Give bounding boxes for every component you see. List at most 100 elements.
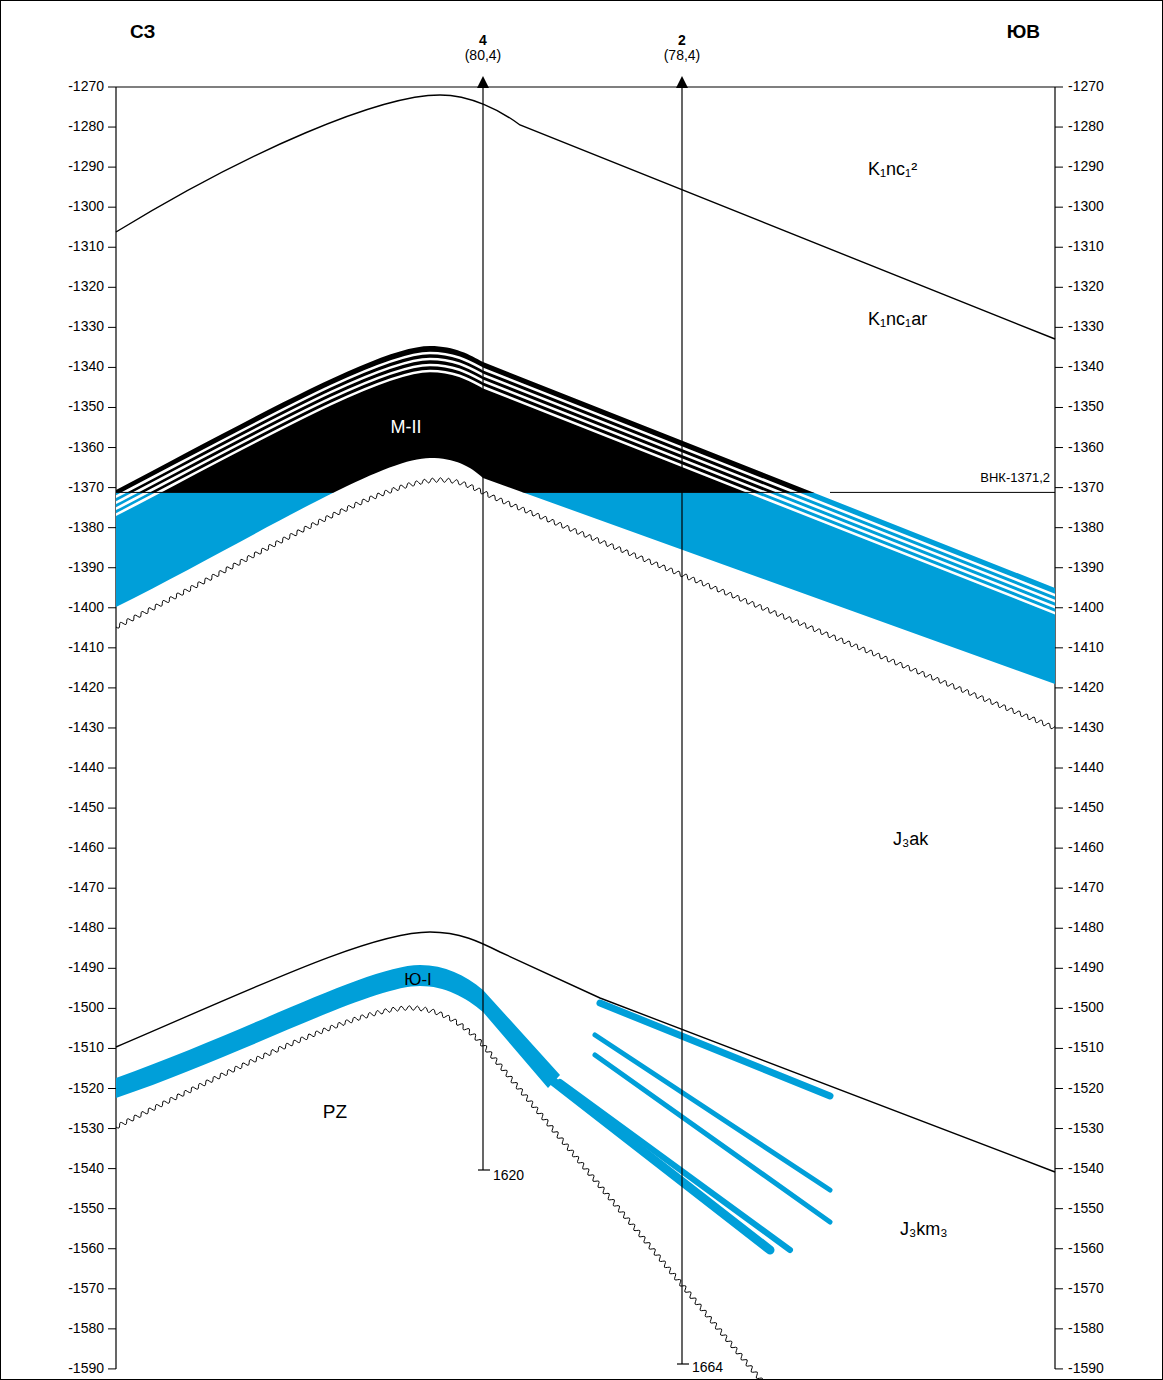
tick-mark — [1055, 1008, 1063, 1009]
depth-value: -1370 — [68, 480, 104, 495]
tick-mark — [108, 928, 116, 929]
owc-line — [116, 492, 1055, 493]
tick-mark — [108, 487, 116, 488]
unconformity-line — [116, 1006, 765, 1380]
unconformity — [116, 478, 1055, 1380]
depth-value: -1520 — [1068, 1081, 1104, 1096]
depth-value: -1320 — [1068, 280, 1104, 295]
tick-mark — [108, 127, 116, 128]
depth-value: -1270 — [68, 79, 104, 94]
tick-mark — [1055, 1048, 1063, 1049]
depth-value: -1440 — [1068, 760, 1104, 775]
tick-mark — [108, 1088, 116, 1089]
depth-value: -1360 — [1068, 440, 1104, 455]
formation-index: J₃km₃ — [900, 1220, 948, 1240]
tick-mark — [108, 1048, 116, 1049]
depth-value: -1380 — [1068, 520, 1104, 535]
layer-name: Ю-I — [404, 971, 432, 990]
depth-value: -1460 — [1068, 840, 1104, 855]
well-altitude: (80,4) — [465, 48, 502, 63]
depth-value: -1460 — [68, 840, 104, 855]
tick-mark — [1055, 848, 1063, 849]
tick-mark — [1055, 1128, 1063, 1129]
depth-value: -1330 — [1068, 320, 1104, 335]
formation-boundary — [116, 932, 1055, 1172]
tick-mark — [1055, 447, 1063, 448]
tick-mark — [108, 1008, 116, 1009]
depth-value: -1590 — [68, 1361, 104, 1376]
depth-value: -1500 — [68, 1001, 104, 1016]
depth-value: -1410 — [1068, 640, 1104, 655]
owc-line — [830, 492, 1055, 493]
tick-mark — [108, 1328, 116, 1329]
depth-value: -1450 — [68, 800, 104, 815]
tick-mark — [108, 407, 116, 408]
tick-mark — [108, 87, 116, 88]
tick-mark — [108, 167, 116, 168]
well-trace — [482, 84, 483, 1170]
depth-value: -1310 — [68, 240, 104, 255]
depth-value: -1290 — [1068, 159, 1104, 174]
tick-mark — [1055, 1288, 1063, 1289]
depth-value: -1560 — [68, 1241, 104, 1256]
tick-mark — [1055, 727, 1063, 728]
water-saturated-layer — [116, 492, 1055, 684]
tick-mark — [108, 1128, 116, 1129]
depth-value: -1580 — [68, 1321, 104, 1336]
tick-mark — [108, 808, 116, 809]
tick-mark — [1055, 687, 1063, 688]
tick-mark — [1055, 1248, 1063, 1249]
depth-value: -1510 — [68, 1041, 104, 1056]
direction-label: СЗ — [130, 22, 155, 43]
tick-mark — [108, 848, 116, 849]
tick-mark — [108, 527, 116, 528]
tick-mark — [1055, 487, 1063, 488]
depth-value: -1530 — [68, 1121, 104, 1136]
depth-value: -1400 — [68, 600, 104, 615]
tick-mark — [1055, 808, 1063, 809]
formation-index: PZ — [323, 1102, 347, 1123]
well-depth: 1620 — [493, 1168, 524, 1183]
tick-mark — [108, 327, 116, 328]
depth-value: -1480 — [68, 921, 104, 936]
depth-value: -1300 — [68, 199, 104, 214]
tick-mark — [1055, 1208, 1063, 1209]
tick-mark — [108, 367, 116, 368]
formation-index: J₃ak — [893, 830, 928, 850]
tick-mark — [1055, 327, 1063, 328]
tick-mark — [1055, 287, 1063, 288]
tick-mark — [1055, 1168, 1063, 1169]
depth-value: -1370 — [1068, 480, 1104, 495]
tick-mark — [1055, 167, 1063, 168]
tick-mark — [1055, 928, 1063, 929]
depth-value: -1470 — [1068, 880, 1104, 895]
oil-saturated-layer — [116, 346, 1055, 492]
direction-label: ЮВ — [1007, 22, 1040, 43]
sandstone-layer — [116, 965, 560, 1098]
depth-value: -1520 — [68, 1081, 104, 1096]
depth-value: -1330 — [68, 320, 104, 335]
well-marker — [676, 76, 688, 88]
tick-mark — [108, 888, 116, 889]
depth-value: -1310 — [1068, 240, 1104, 255]
depth-value: -1490 — [1068, 961, 1104, 976]
sandstone-lenses — [545, 1003, 830, 1250]
tick-mark — [1055, 647, 1063, 648]
well-trace — [681, 84, 682, 1364]
depth-value: -1470 — [68, 880, 104, 895]
depth-value: -1490 — [68, 961, 104, 976]
tick-mark — [1055, 607, 1063, 608]
depth-value: -1450 — [1068, 800, 1104, 815]
well-number: 4 — [479, 33, 487, 48]
tick-mark — [108, 1168, 116, 1169]
tick-mark — [1055, 1368, 1063, 1369]
depth-value: -1400 — [1068, 600, 1104, 615]
tick-mark — [1055, 127, 1063, 128]
tick-mark — [108, 768, 116, 769]
tick-mark — [108, 1248, 116, 1249]
depth-value: -1420 — [68, 680, 104, 695]
depth-value: -1270 — [1068, 79, 1104, 94]
owc-label: ВНК-1371,2 — [980, 471, 1050, 485]
